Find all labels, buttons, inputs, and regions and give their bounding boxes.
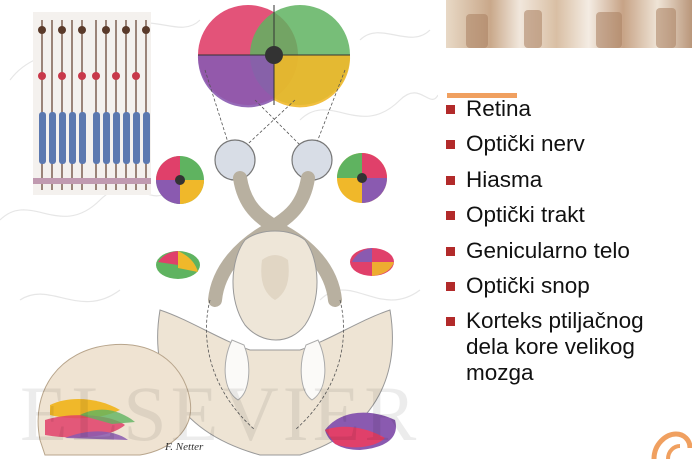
list-item-optic-tract: Optički trakt bbox=[446, 202, 692, 228]
bullet-square-icon bbox=[446, 317, 455, 326]
list-item-label: Optički snop bbox=[466, 273, 692, 299]
list-item-label: Genicularno telo bbox=[466, 238, 692, 264]
retinal-field-right bbox=[337, 153, 387, 203]
retina-layers-panel bbox=[33, 12, 151, 195]
bullet-square-icon bbox=[446, 140, 455, 149]
list-item-label: Retina bbox=[466, 96, 692, 122]
list-item-optic-radiation: Optički snop bbox=[446, 273, 692, 299]
pathway-list: Retina Optički nerv Hiasma Optički trakt… bbox=[446, 96, 692, 396]
midbrain bbox=[233, 231, 317, 340]
header-photo bbox=[446, 0, 692, 48]
bullet-square-icon bbox=[446, 247, 455, 256]
list-item-optic-nerve: Optički nerv bbox=[446, 131, 692, 157]
bullet-square-icon bbox=[446, 282, 455, 291]
corner-logo-icon bbox=[646, 426, 692, 459]
geniculate-field-left bbox=[156, 251, 200, 279]
bullet-square-icon bbox=[446, 211, 455, 220]
geniculate-field-right bbox=[350, 248, 394, 276]
list-item-chiasm: Hiasma bbox=[446, 167, 692, 193]
visual-pathway-illustration: ELSEVIER F. Netter bbox=[0, 0, 438, 459]
elsevier-watermark: ELSEVIER bbox=[20, 370, 420, 457]
list-item-geniculate-body: Genicularno telo bbox=[446, 238, 692, 264]
visual-field-diagram bbox=[198, 5, 350, 107]
list-item-label: Hiasma bbox=[466, 167, 692, 193]
list-item-label: Optički trakt bbox=[466, 202, 692, 228]
list-item-label: Optički nerv bbox=[466, 131, 692, 157]
list-item-occipital-cortex: Korteks ptiljačnog dela kore velikog moz… bbox=[446, 308, 692, 386]
bullet-square-icon bbox=[446, 105, 455, 114]
list-item-label: Korteks ptiljačnog dela kore velikog moz… bbox=[466, 308, 692, 386]
eyeballs bbox=[215, 140, 332, 180]
retinal-field-left bbox=[156, 156, 204, 204]
artist-signature: F. Netter bbox=[164, 441, 204, 453]
bullet-square-icon bbox=[446, 176, 455, 185]
list-item-retina: Retina bbox=[446, 96, 692, 122]
